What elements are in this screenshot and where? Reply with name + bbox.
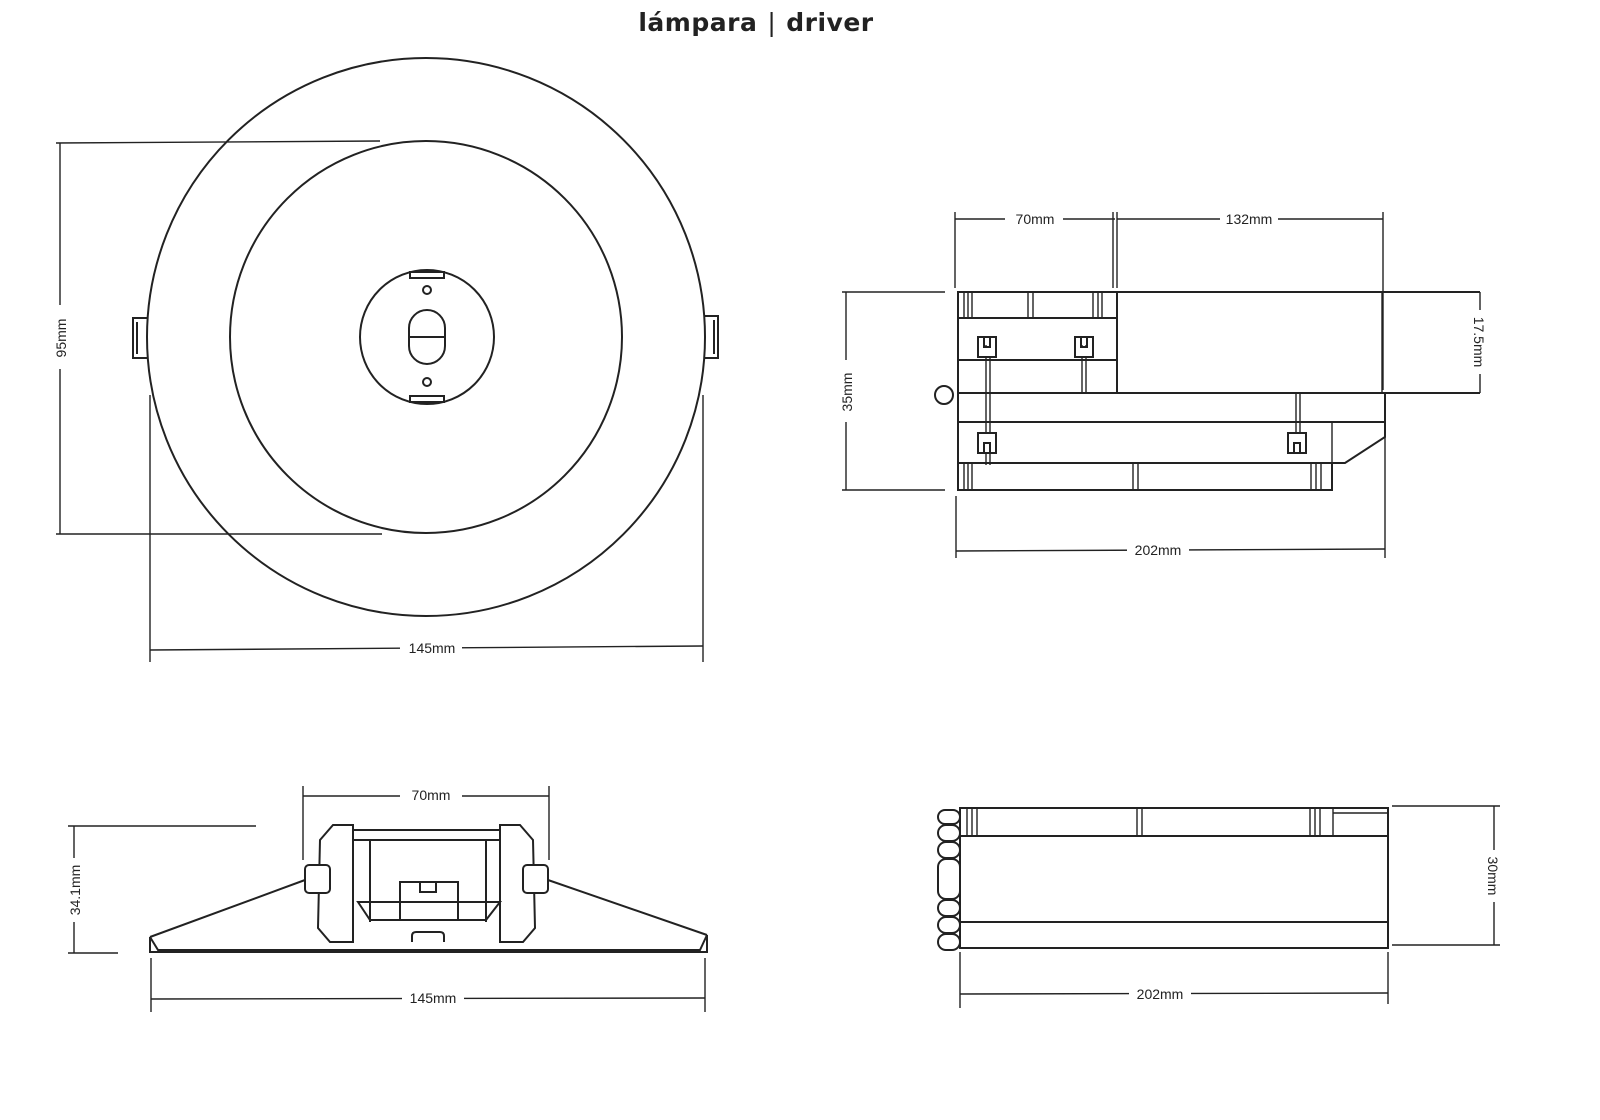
svg-text:17.5mm: 17.5mm <box>1471 317 1487 368</box>
svg-text:34.1mm: 34.1mm <box>67 865 83 916</box>
lamp-top-view: 95mm 145mm <box>50 57 719 662</box>
svg-text:202mm: 202mm <box>1137 986 1184 1002</box>
dimension-70mm-lamp: 70mm <box>302 786 550 860</box>
title-separator: | <box>767 8 777 37</box>
svg-text:30mm: 30mm <box>1485 857 1501 896</box>
dimension-132mm: 132mm <box>1116 210 1384 390</box>
svg-text:35mm: 35mm <box>839 373 855 412</box>
svg-text:145mm: 145mm <box>410 990 457 1006</box>
center-hub <box>359 269 495 405</box>
dimension-34-1mm: 34.1mm <box>64 825 256 954</box>
left-bracket <box>316 824 354 943</box>
dimension-17-5mm: 17.5mm <box>1470 292 1490 393</box>
svg-text:145mm: 145mm <box>409 640 456 656</box>
dimension-95mm: 95mm <box>50 140 382 535</box>
dimension-202mm-top: 202mm <box>955 396 1386 559</box>
svg-text:132mm: 132mm <box>1226 211 1273 227</box>
hub-slots <box>409 271 445 403</box>
driver-side-view: 30mm 202mm <box>937 805 1504 1008</box>
dimension-70mm-driver: 70mm <box>954 210 1115 288</box>
dimension-202mm-side: 202mm <box>959 952 1389 1008</box>
dimension-35mm: 35mm <box>836 291 945 491</box>
right-bracket <box>499 824 537 943</box>
driver-body <box>959 807 1389 949</box>
svg-text:70mm: 70mm <box>412 787 451 803</box>
title-lamp: lámpara <box>638 8 758 37</box>
dimension-145mm: 145mm <box>149 395 704 662</box>
terminal-block <box>937 809 961 951</box>
dimension-30mm: 30mm <box>1392 805 1504 946</box>
dimension-145mm-side: 145mm <box>150 958 706 1012</box>
lamp-side-view: 70mm 34.1mm 145mm <box>64 786 708 1012</box>
title-driver: driver <box>786 8 874 37</box>
svg-text:95mm: 95mm <box>53 319 69 358</box>
cable-gland <box>934 385 954 405</box>
driver-top-view: 70mm 132mm 17.5mm 35mm 202mm <box>836 210 1490 559</box>
svg-text:202mm: 202mm <box>1135 542 1182 558</box>
connector <box>977 336 997 358</box>
page-title: lámpara | driver <box>0 8 1512 37</box>
svg-text:70mm: 70mm <box>1016 211 1055 227</box>
inner-ring <box>229 140 623 534</box>
